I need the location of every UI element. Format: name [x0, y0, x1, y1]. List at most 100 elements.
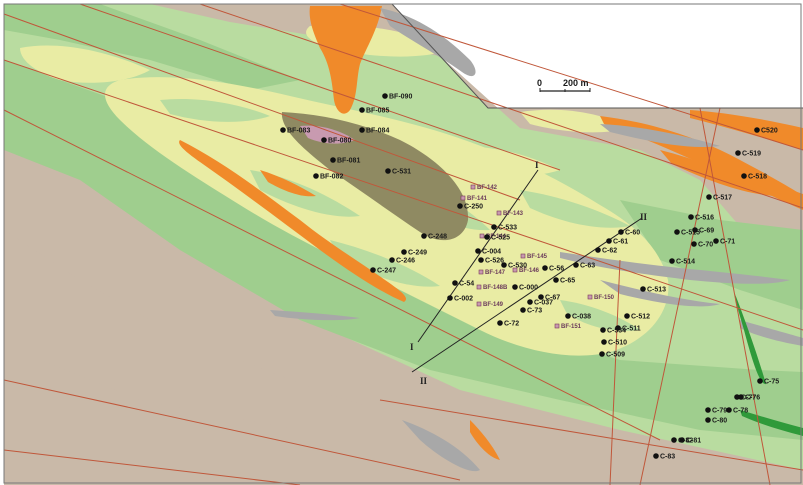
drill-hole: C-517 — [706, 194, 732, 202]
drill-hole: C-514 — [669, 258, 695, 266]
drill-hole-label: C-533 — [498, 225, 517, 232]
bf-marker: BF-147 — [478, 269, 506, 276]
drill-hole: BF-080 — [321, 137, 351, 145]
drill-hole-label: BF-090 — [389, 94, 412, 101]
drill-hole-dot — [538, 294, 544, 300]
drill-hole-dot — [565, 313, 571, 319]
drill-hole-dot — [618, 229, 624, 235]
drill-hole-label: C-76 — [745, 395, 760, 402]
drill-hole-dot — [389, 257, 395, 263]
drill-hole: C-037 — [527, 299, 553, 307]
drill-hole: C-70 — [691, 241, 713, 249]
bf-marker-label: BF-149 — [483, 302, 504, 308]
drill-hole: C-519 — [735, 150, 761, 158]
drill-hole-dot — [553, 277, 559, 283]
drill-hole-dot — [527, 299, 533, 305]
drill-hole-label: C-514 — [676, 259, 695, 266]
drill-hole-label: C-80 — [712, 418, 727, 425]
drill-hole-dot — [370, 267, 376, 273]
drill-hole-dot — [615, 325, 621, 331]
drill-hole: C-531 — [385, 168, 411, 176]
yellow-units — [20, 25, 669, 356]
drill-hole-dot — [599, 351, 605, 357]
bf-marker: BF-144 — [479, 233, 507, 240]
drill-hole-label: C-000 — [519, 285, 538, 292]
drill-hole: BF-090 — [382, 93, 412, 101]
drill-hole: C-78 — [726, 407, 748, 415]
drill-hole: C-77 — [734, 394, 756, 402]
drill-hole-dot — [452, 280, 458, 286]
drill-hole-label: C-531 — [392, 169, 411, 176]
scale-bar-left-label: 0 — [537, 78, 542, 88]
bf-marker-layer: BF-142BF-141BF-143BF-144BF-145BF-146BF-1… — [460, 184, 615, 330]
drill-hole-label: C-82 — [678, 438, 693, 445]
drill-hole: BF-081 — [330, 157, 360, 165]
drill-hole-label: C-525 — [491, 235, 510, 242]
drill-hole: C-63 — [573, 262, 595, 270]
drill-hole-label: C-515 — [681, 230, 700, 237]
drill-hole-label: BF-081 — [337, 158, 360, 165]
bf-marker-label: BF-143 — [503, 211, 524, 217]
section-I-label-bottom: I — [410, 342, 414, 352]
drill-hole: BF-083 — [280, 127, 310, 135]
bf-marker-label: BF-141 — [467, 196, 488, 202]
drill-hole: C-509 — [599, 351, 625, 359]
drill-hole-dot — [624, 313, 630, 319]
drill-hole-label: C-512 — [631, 314, 650, 321]
drill-hole-label: C-54 — [459, 281, 474, 288]
drill-hole-dot — [738, 394, 744, 400]
drill-hole-label: C-79 — [712, 408, 727, 415]
drill-hole-label: C-77 — [741, 395, 756, 402]
drill-hole: C-525 — [484, 234, 510, 242]
scale-bar: 0 200 m — [537, 78, 591, 92]
drill-hole-dot — [688, 214, 694, 220]
bf-marker-label: BF-151 — [561, 324, 582, 330]
drill-hole-dot — [497, 320, 503, 326]
drill-hole: BF-082 — [313, 173, 343, 181]
drill-hole: C-72 — [497, 320, 519, 328]
drill-hole: C-510 — [601, 339, 627, 347]
drill-hole: C-534 — [600, 327, 626, 335]
drill-hole-dot — [385, 168, 391, 174]
bf-marker: BF-149 — [476, 301, 504, 308]
drill-hole-label: C-534 — [607, 328, 626, 335]
drill-hole-label: C-002 — [454, 296, 473, 303]
drill-hole-dot — [475, 248, 481, 254]
drill-hole-label: C-56 — [549, 266, 564, 273]
bf-marker-square — [554, 323, 560, 329]
drill-hole-label: C-67 — [545, 295, 560, 302]
drill-hole-label: C520 — [761, 128, 778, 135]
drill-hole: C-75 — [757, 378, 779, 386]
drill-hole-dot — [359, 127, 365, 133]
drill-hole-dot — [280, 127, 286, 133]
drill-hole: C-247 — [370, 267, 396, 275]
drill-hole-label: C-72 — [504, 321, 519, 328]
drill-hole-dot — [671, 437, 677, 443]
bf-marker: BF-151 — [554, 323, 582, 330]
bf-marker: BF-150 — [587, 294, 615, 301]
drill-hole-label: C-250 — [464, 204, 483, 211]
drill-hole-label: C-249 — [408, 250, 427, 257]
drill-hole-label: C-518 — [748, 174, 767, 181]
drill-hole-dot — [653, 453, 659, 459]
drill-hole-label: C-78 — [733, 408, 748, 415]
drill-hole-dot — [401, 249, 407, 255]
drill-hole: C-76 — [738, 394, 760, 402]
drill-hole: C-62 — [595, 247, 617, 255]
drill-hole: BF-084 — [359, 127, 389, 135]
bf-marker-square — [478, 269, 484, 275]
drill-hole: C-526 — [478, 257, 504, 265]
section-lines — [411, 169, 643, 373]
drill-hole: C-65 — [553, 277, 575, 285]
drill-hole-label: C-509 — [606, 352, 625, 359]
scale-bar-right-label: 200 m — [563, 78, 589, 88]
drill-hole: C-54 — [452, 280, 474, 288]
drill-hole-label: C-038 — [572, 314, 591, 321]
drill-hole-dot — [421, 233, 427, 239]
section-I-label-top: I — [535, 160, 539, 170]
bf-marker-label: BF-146 — [519, 268, 540, 274]
drill-hole-label: BF-085 — [366, 108, 389, 115]
drill-hole-dot — [606, 238, 612, 244]
bf-marker-label: BF-148B — [483, 285, 508, 291]
drill-hole-dot — [478, 257, 484, 263]
